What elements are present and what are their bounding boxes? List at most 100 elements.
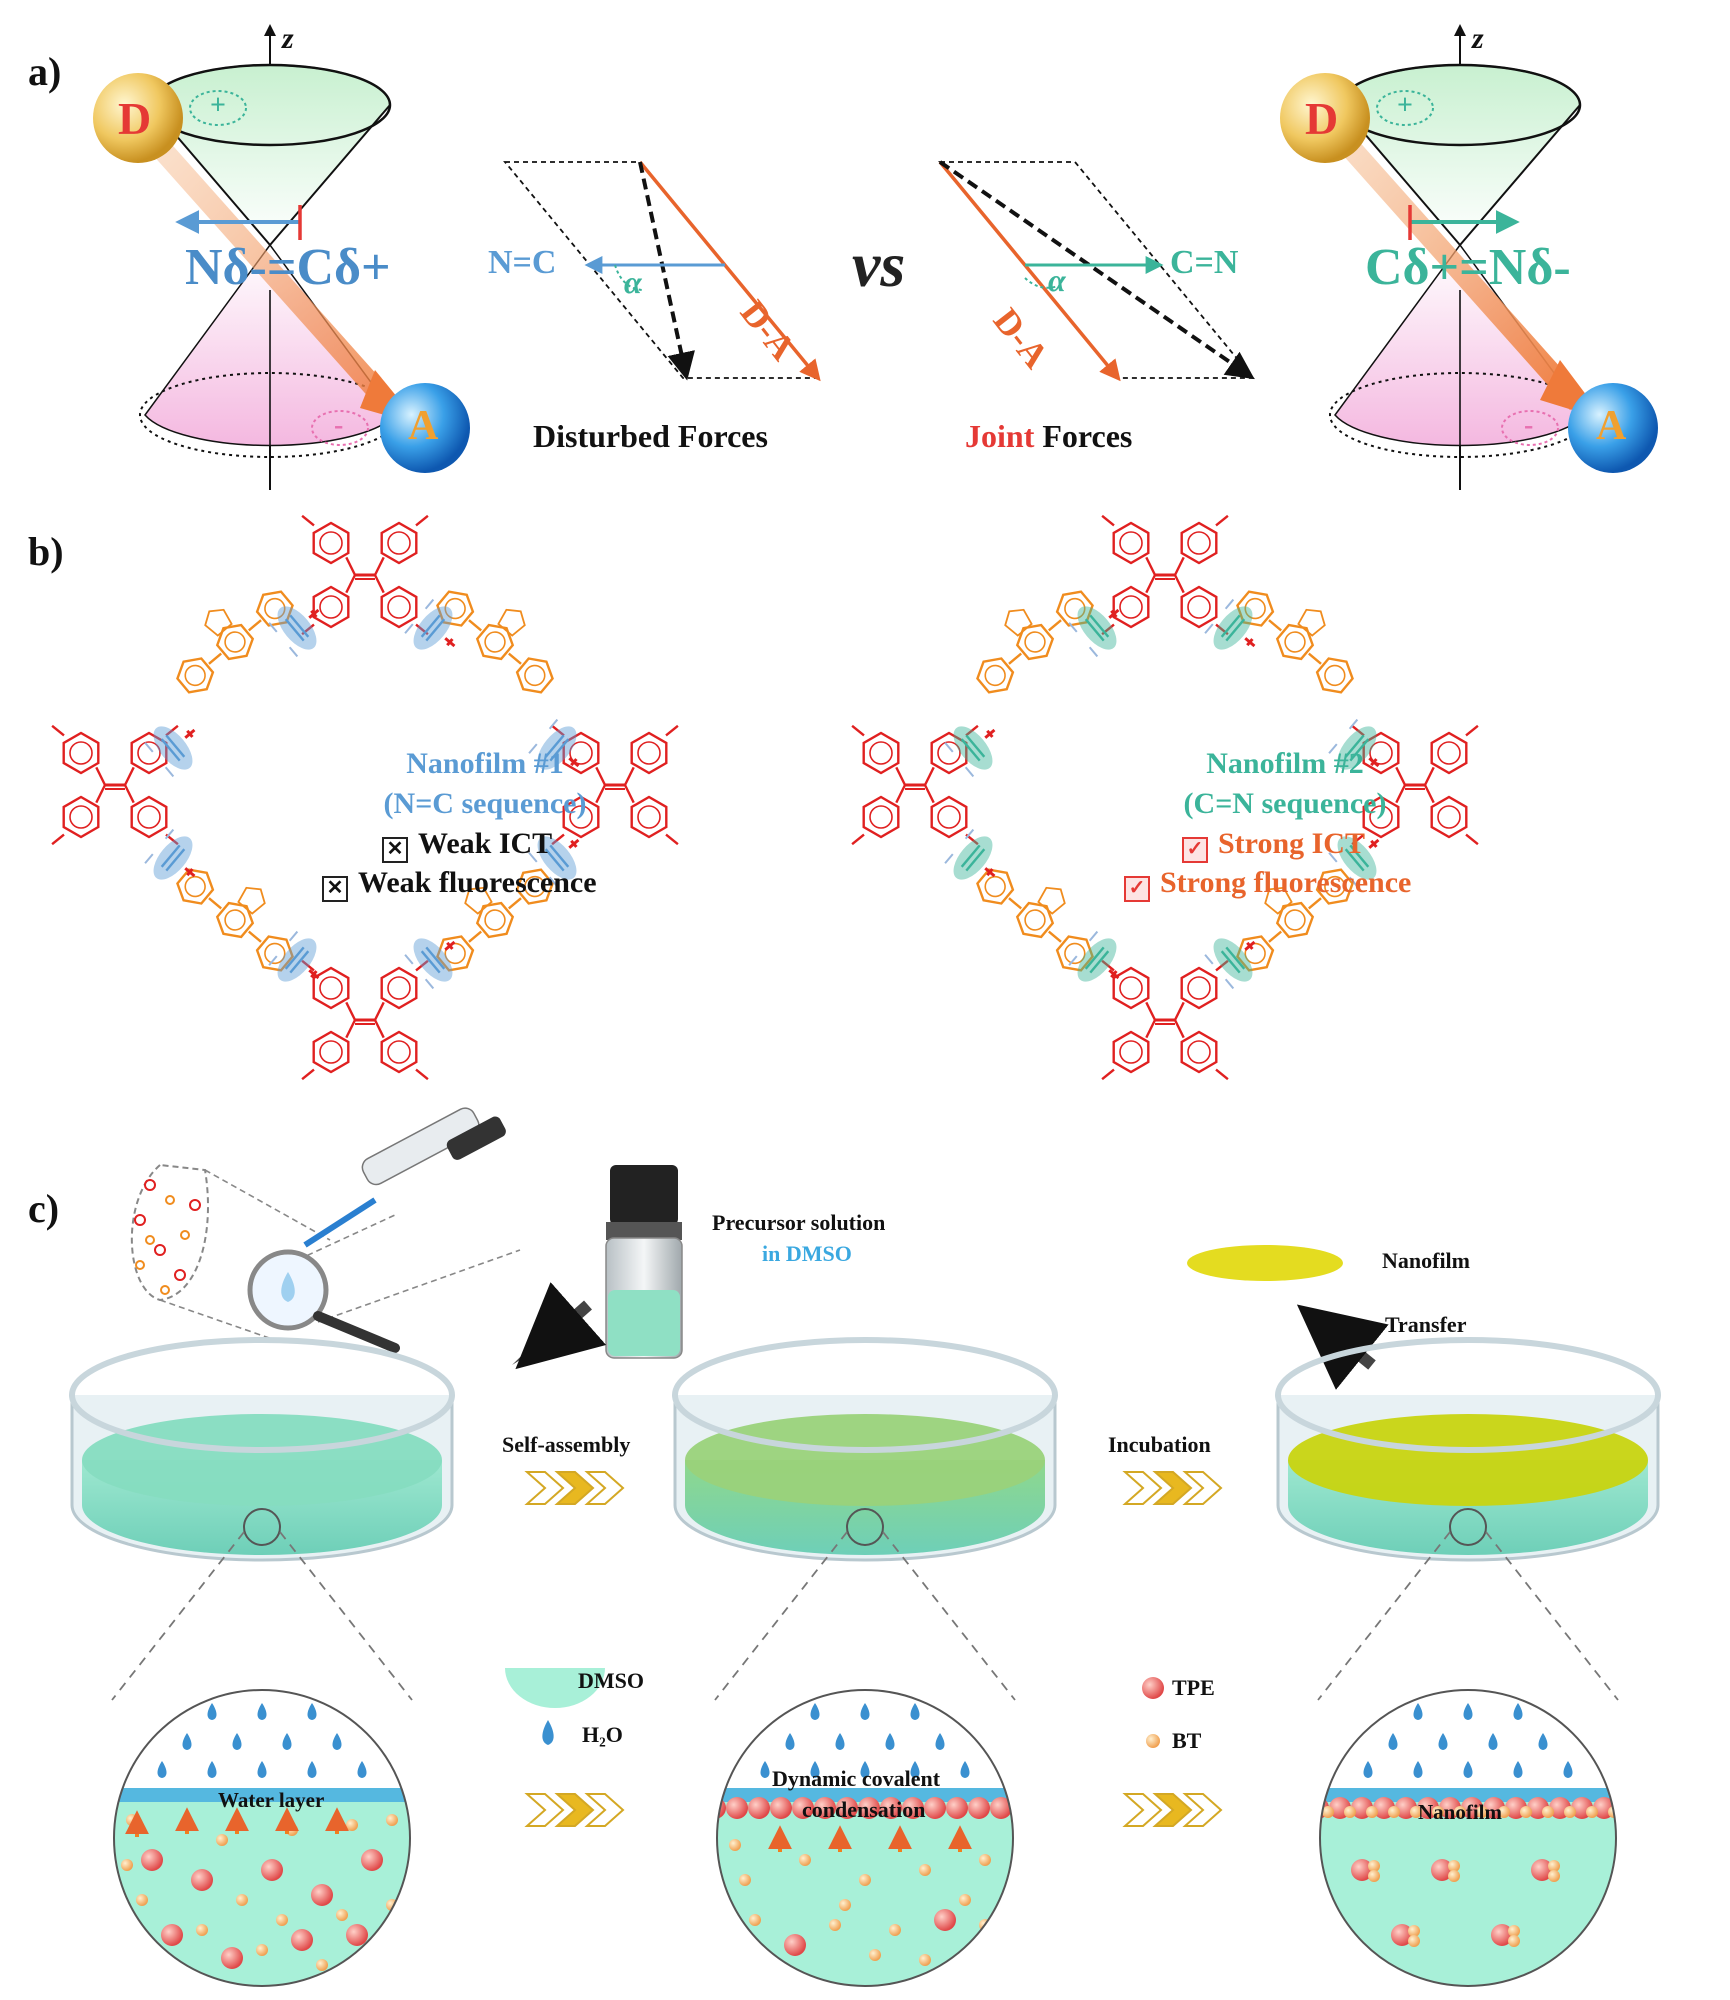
imine-bond bbox=[144, 828, 196, 880]
benzothiadiazole-ring bbox=[1275, 901, 1315, 939]
chevron-arrow bbox=[1122, 1793, 1163, 1827]
phenyl-ring bbox=[862, 731, 900, 775]
nanofilm-1-name: Nanofilm #1 bbox=[406, 747, 564, 780]
bt-ball bbox=[121, 1859, 133, 1871]
bt-ball bbox=[1408, 1935, 1420, 1947]
water-droplet bbox=[257, 1761, 267, 1778]
phenyl-ring bbox=[312, 966, 350, 1010]
water-droplet bbox=[885, 1733, 895, 1750]
panel-label-b: b) bbox=[28, 529, 64, 574]
chevron-arrow bbox=[524, 1471, 565, 1505]
precursor-label-1: Precursor solution bbox=[712, 1210, 886, 1235]
droplet-molecule bbox=[189, 1199, 201, 1211]
phenyl-ring bbox=[380, 521, 418, 565]
zoom-circle-2 bbox=[716, 1689, 1014, 1987]
benzothiadiazole-ring bbox=[1275, 623, 1315, 661]
bt-linker bbox=[976, 590, 1094, 694]
phenyl-ring bbox=[380, 1030, 418, 1074]
droplet-molecule bbox=[154, 1244, 166, 1256]
chevron-arrow bbox=[584, 1471, 625, 1505]
nanofilm-2-title: Nanofilm #2 (C=N sequence) bbox=[1105, 744, 1465, 824]
phenyl-ring bbox=[976, 657, 1015, 694]
nanofilm-layer-label: Nanofilm bbox=[1418, 1800, 1502, 1824]
water-droplet bbox=[960, 1761, 970, 1778]
nanofilm-1-item-1: ✕Weak ICT bbox=[382, 827, 552, 863]
pipette-illustration bbox=[130, 1107, 521, 1353]
zoom-circle-1 bbox=[113, 1689, 411, 1987]
bt-ball bbox=[1564, 1806, 1576, 1818]
droplet-molecule bbox=[134, 1214, 146, 1226]
chevron-arrow bbox=[554, 1793, 595, 1827]
phenyl-ring bbox=[1055, 935, 1094, 972]
phenyl-ring bbox=[1112, 521, 1150, 565]
zoom-circles bbox=[113, 1689, 1617, 1987]
water-droplet bbox=[1563, 1703, 1573, 1720]
imine-bond bbox=[528, 718, 580, 770]
water-droplet bbox=[985, 1733, 995, 1750]
water-droplet bbox=[735, 1733, 745, 1750]
magnify-spot bbox=[243, 1508, 281, 1546]
nanofilm-1-item-2-label: Weak fluorescence bbox=[358, 866, 597, 899]
imine-bond bbox=[268, 606, 320, 658]
alpha-right: α bbox=[1048, 262, 1066, 298]
bt-ball bbox=[839, 1899, 851, 1911]
bt-ball bbox=[316, 1959, 328, 1971]
nanofilm-top-label: Nanofilm bbox=[1382, 1248, 1470, 1273]
joint-forces-caption: Joint Forces bbox=[965, 418, 1132, 455]
phenyl-ring bbox=[1055, 590, 1094, 627]
plus-sign-left: + bbox=[210, 90, 226, 121]
water-droplet bbox=[1488, 1733, 1498, 1750]
imine-bond bbox=[404, 938, 456, 990]
bt-ball bbox=[869, 1949, 881, 1961]
bt-ball bbox=[1344, 1806, 1356, 1818]
benzothiadiazole-ring bbox=[1015, 901, 1055, 939]
bt-linker bbox=[436, 868, 554, 972]
phenyl-ring bbox=[62, 731, 100, 775]
droplet-molecule bbox=[174, 1269, 186, 1281]
droplet-molecule bbox=[144, 1179, 156, 1191]
phenyl-ring bbox=[1112, 585, 1150, 629]
water-droplet bbox=[785, 1733, 795, 1750]
phenyl-ring bbox=[1430, 731, 1468, 775]
forces-word: Forces bbox=[1034, 418, 1133, 454]
bt-ball bbox=[1520, 1806, 1532, 1818]
bt-ball bbox=[276, 1914, 288, 1926]
chevron-arrow bbox=[524, 1793, 565, 1827]
acceptor-sphere bbox=[380, 383, 470, 473]
water-droplet bbox=[357, 1761, 367, 1778]
water-droplet bbox=[157, 1703, 167, 1720]
zoom-outline bbox=[1319, 1689, 1617, 1987]
zoom-outline bbox=[716, 1689, 1014, 1987]
tpe-ball bbox=[1431, 1859, 1453, 1881]
vs-label: vs bbox=[852, 229, 906, 300]
petri-dish-3 bbox=[1275, 1337, 1661, 1701]
alpha-left: α bbox=[624, 264, 642, 300]
tpe-ball bbox=[311, 1884, 333, 1906]
water-droplet bbox=[332, 1733, 342, 1750]
bt-ball bbox=[346, 1819, 358, 1831]
water-droplet bbox=[810, 1703, 820, 1720]
bt-ball bbox=[256, 1944, 268, 1956]
water-droplet bbox=[182, 1733, 192, 1750]
water-droplet bbox=[132, 1733, 142, 1750]
petri-dish-1 bbox=[69, 1337, 455, 1701]
donor-label-left: D bbox=[118, 93, 152, 144]
bt-ball bbox=[1368, 1860, 1380, 1872]
bt-ball bbox=[1448, 1870, 1460, 1882]
cross-box-icon: ✕ bbox=[322, 876, 348, 902]
water-droplet bbox=[1563, 1761, 1573, 1778]
tpe-ball bbox=[784, 1934, 806, 1956]
phenyl-ring bbox=[436, 590, 475, 627]
bt-ball bbox=[1410, 1806, 1422, 1818]
phenyl-ring bbox=[1362, 795, 1400, 839]
tpe-ball bbox=[161, 1924, 183, 1946]
imine-bond bbox=[1068, 930, 1120, 982]
water-droplet bbox=[1363, 1761, 1373, 1778]
incubation-label: Incubation bbox=[1108, 1432, 1211, 1457]
chevron-arrow bbox=[1182, 1793, 1223, 1827]
phenyl-ring bbox=[1236, 590, 1275, 627]
bt-linker bbox=[1236, 868, 1354, 972]
dynamic-label-2: condensation bbox=[802, 1797, 926, 1822]
bt-ball bbox=[1508, 1925, 1520, 1937]
imine-bond bbox=[1068, 606, 1120, 658]
